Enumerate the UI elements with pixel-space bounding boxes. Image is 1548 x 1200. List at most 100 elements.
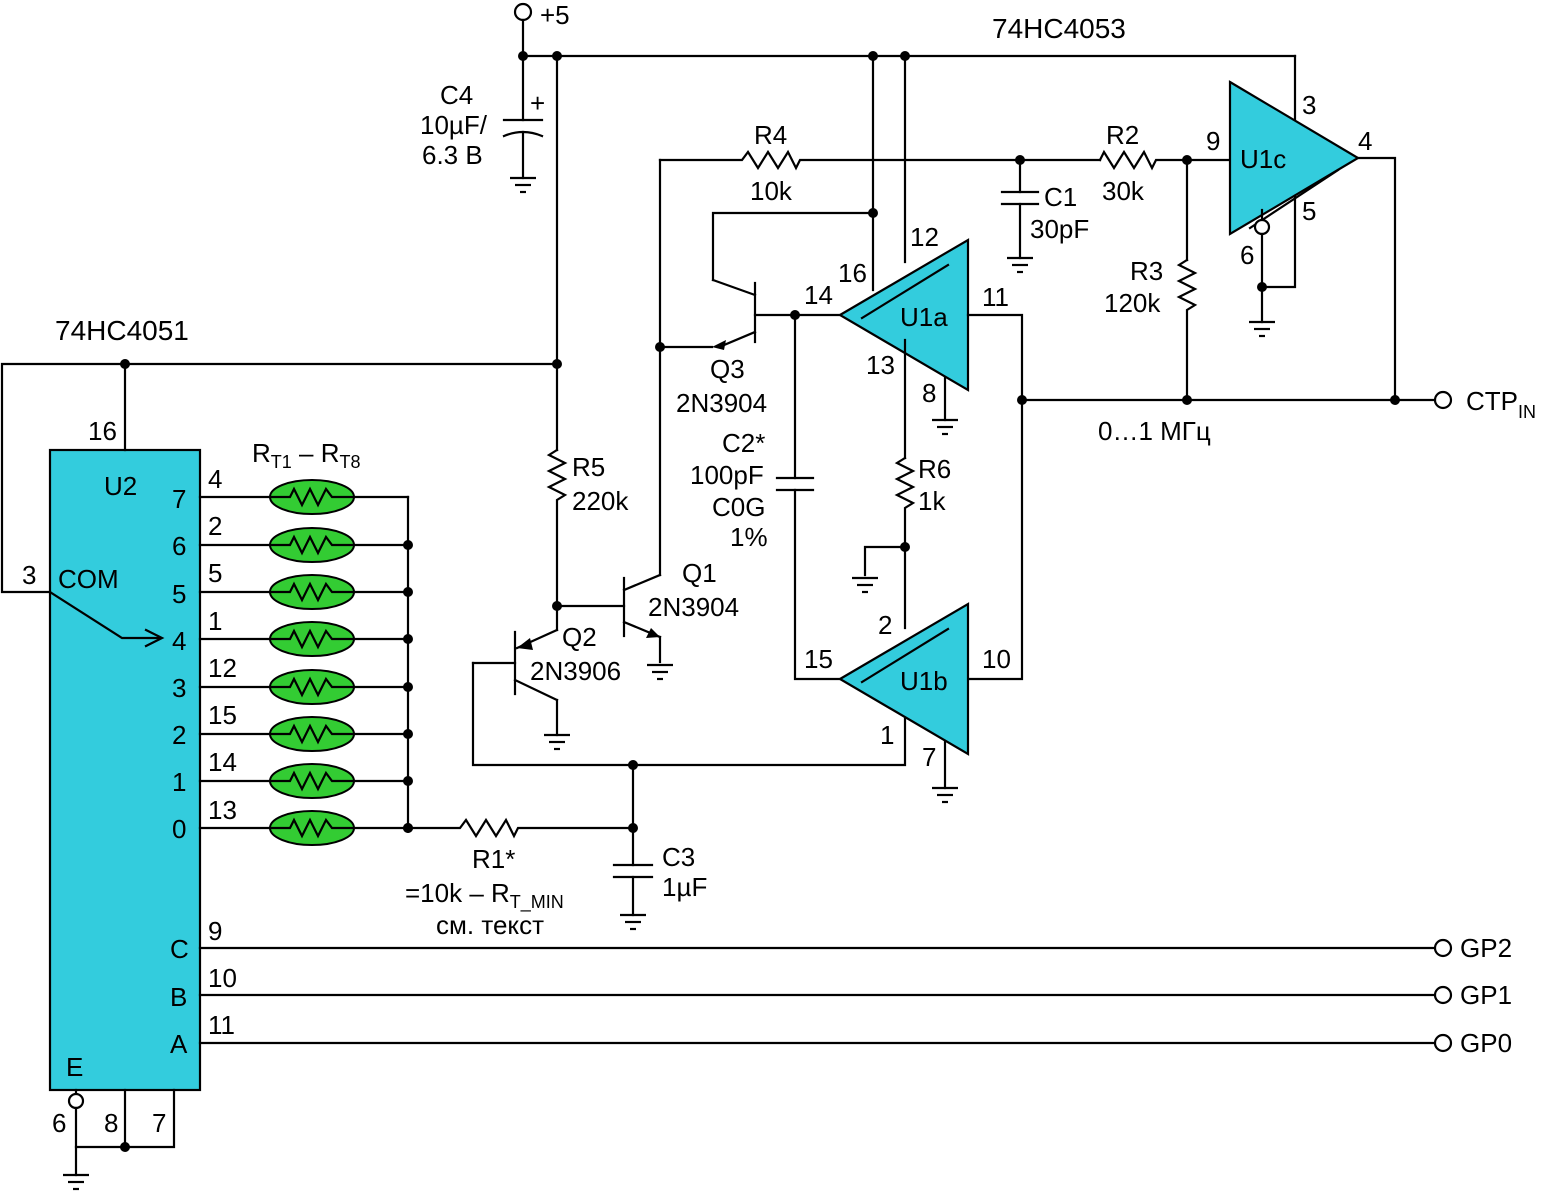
u1a-pin-16: 16	[838, 258, 867, 288]
r2-value: 30k	[1102, 176, 1145, 206]
u1a-pin-14: 14	[804, 280, 833, 310]
enable-pin-terminal	[67, 1092, 85, 1110]
thermistor-row-ch3	[198, 669, 413, 705]
q1-label: Q1	[682, 558, 717, 588]
r4-q3-network: R4 10k C1 30pF R2 30k R3 120k Q3 2N3904	[655, 120, 1232, 681]
u2-channel-2: 2	[172, 720, 186, 750]
u1c-pin6-terminal	[1253, 218, 1271, 236]
ground-icon	[542, 733, 572, 751]
output-frequency: 0…1 МГц	[1098, 416, 1211, 446]
ground-icon	[930, 786, 960, 804]
q2-type: 2N3906	[530, 656, 621, 686]
u1b-pin-1: 1	[880, 720, 894, 750]
u1c-pin-3: 3	[1302, 90, 1316, 120]
thermistor-row-ch5	[198, 574, 413, 610]
c1-value: 30pF	[1030, 214, 1089, 244]
u1b-pin-2: 2	[878, 610, 892, 640]
u2-wiring	[0, 359, 562, 1191]
gp2-label: GP2	[1460, 933, 1512, 963]
u2-pin-ch6: 2	[208, 511, 222, 541]
u2-pin-ch3: 12	[208, 653, 237, 683]
supply-label: +5	[540, 0, 570, 30]
u1a-pin-11: 11	[982, 282, 1009, 312]
q1-type: 2N3904	[648, 592, 739, 622]
u1c-pin-6: 6	[1240, 240, 1254, 270]
r1-formula: =10k – RT_MIN	[405, 878, 564, 913]
u2-pin-7: 7	[152, 1108, 166, 1138]
r1-label: R1*	[472, 844, 515, 874]
u1b-switch: U1b 15 10 2 1 7	[804, 602, 1011, 804]
ground-icon	[850, 576, 880, 594]
thermistor-row-ch1	[198, 763, 413, 799]
ground-icon	[645, 663, 675, 681]
u2-channel-6: 6	[172, 531, 186, 561]
q3-label: Q3	[710, 354, 745, 384]
c2-value: 100pF	[690, 460, 764, 490]
q2-label: Q2	[562, 622, 597, 652]
u2-pin-ch4: 1	[208, 606, 222, 636]
gp1-label: GP1	[1460, 980, 1512, 1010]
u2-name: U2	[104, 471, 137, 501]
mux-arrowhead	[144, 628, 165, 648]
u1b-switch-bar	[860, 627, 950, 684]
c4-voltage: 6.3 В	[422, 140, 483, 170]
gp0-label: GP0	[1460, 1028, 1512, 1058]
thermistor-row-ch7	[198, 479, 410, 515]
c2-tolerance: 1%	[730, 522, 768, 552]
c4-value: 10µF/	[420, 110, 488, 140]
u2-pin-3: 3	[22, 560, 36, 590]
u2-channel-5: 5	[172, 579, 186, 609]
u1a-pin-8: 8	[922, 378, 936, 408]
u1c-switch: U1c 9 4 3 5 6	[1206, 80, 1397, 402]
u1c-pin-5: 5	[1302, 196, 1316, 226]
u1b-pin-10: 10	[982, 644, 1011, 674]
u1a-switch-bar	[860, 263, 950, 320]
r3-label: R3	[1130, 256, 1163, 286]
u1a-pin-13: 13	[866, 350, 895, 380]
ground-icon	[1247, 320, 1277, 338]
u2-pin-10: 10	[208, 963, 237, 993]
u2-channel-1: 1	[172, 767, 186, 797]
thermistor-bank: RT1 – RT8	[198, 438, 413, 846]
u1c-pin-9: 9	[1206, 126, 1220, 156]
q3-type: 2N3904	[676, 388, 767, 418]
r4-label: R4	[754, 120, 787, 150]
q1-q2-transistors: Q1 2N3904 Q2 2N3906	[471, 158, 739, 751]
u2-channel-0: 0	[172, 814, 186, 844]
ground-icon	[1005, 256, 1035, 274]
u1-part-label: 74HC4053	[992, 13, 1126, 44]
u1c-pin-4: 4	[1358, 126, 1372, 156]
mux-switch-arrow	[48, 590, 162, 640]
thermistor-row-ch2	[198, 716, 413, 752]
gp2-terminal	[1433, 938, 1453, 958]
u1a-pin-12: 12	[910, 222, 939, 252]
supply-rail: +5 74HC4053 + C4 10µF/ 6.3 В R5 220k	[420, 0, 1297, 611]
r1-c3-network: R1* =10k – RT_MIN см. текст C3 1µF	[403, 661, 907, 940]
u2-select-b: B	[170, 982, 187, 1012]
u1b-name: U1b	[900, 666, 948, 696]
u2-part-label: 74HC4051	[55, 315, 189, 346]
u2-select-a: A	[170, 1029, 188, 1059]
u2-mux: 74HC4051 U2 COM E 16 3 7 6 5 4 3 2 1 0 4…	[22, 315, 237, 1138]
u2-channel-3: 3	[172, 673, 186, 703]
output-label: CTPIN	[1466, 386, 1536, 422]
c3-value: 1µF	[662, 872, 707, 902]
thermistor-label: RT1 – RT8	[252, 438, 361, 472]
c2-label: C2*	[722, 428, 765, 458]
u2-body	[48, 448, 202, 1092]
gp0-terminal	[1433, 1033, 1453, 1053]
supply-terminal	[513, 2, 533, 22]
u2-select-c: C	[170, 934, 189, 964]
u2-pin-8: 8	[104, 1108, 118, 1138]
c1-label: C1	[1044, 182, 1077, 212]
u2-pin-ch2: 15	[208, 700, 237, 730]
u2-pin-ch7: 4	[208, 464, 222, 494]
thermistor-row-ch6	[198, 527, 413, 563]
r6-value: 1k	[918, 486, 946, 516]
output-terminal	[1433, 390, 1453, 410]
u2-pin-ch5: 5	[208, 558, 222, 588]
u1c-name: U1c	[1240, 144, 1286, 174]
r6-label: R6	[918, 454, 951, 484]
c3-label: C3	[662, 842, 695, 872]
u2-enable-label: E	[66, 1052, 83, 1082]
